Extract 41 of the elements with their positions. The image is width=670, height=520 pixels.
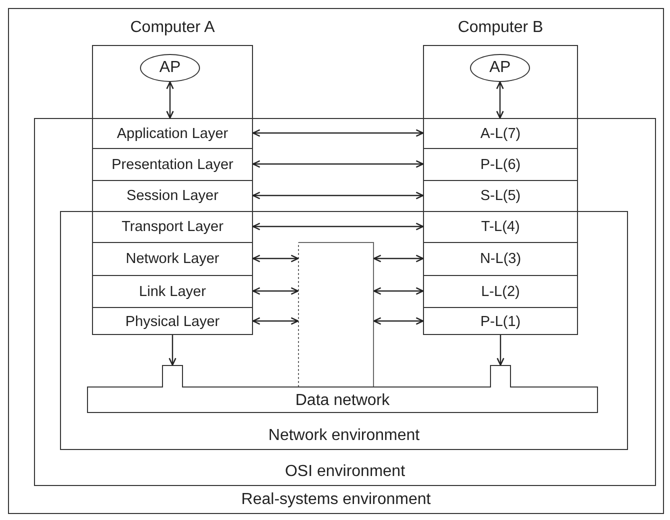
layer-label: Link Layer xyxy=(139,284,206,300)
computer-title: Computer B xyxy=(456,19,544,37)
arrow xyxy=(252,192,424,200)
network-label: Data network xyxy=(294,392,391,410)
layer-label: Physical Layer xyxy=(125,314,220,330)
layer-label: S-L(5) xyxy=(480,188,521,204)
relay-node-box xyxy=(298,242,374,387)
layer-label: A-L(7) xyxy=(480,126,521,142)
arrow xyxy=(252,160,424,168)
layer-label: Network Layer xyxy=(126,251,220,267)
arrow xyxy=(252,287,299,295)
arrow xyxy=(252,129,424,137)
arrow xyxy=(168,335,176,366)
arrow xyxy=(373,254,424,262)
process-label: AP xyxy=(489,59,511,77)
layer-label: Presentation Layer xyxy=(112,156,234,172)
environment-label: OSI environment xyxy=(284,463,406,481)
layer-label: P-L(6) xyxy=(480,156,521,172)
layer-label: L-L(2) xyxy=(481,284,520,300)
layer-label: Application Layer xyxy=(116,126,228,142)
arrow xyxy=(252,222,424,230)
layer-label: T-L(4) xyxy=(481,219,520,235)
computer-title: Computer A xyxy=(129,19,216,37)
arrow xyxy=(496,81,504,119)
environment-label: Real-systems environment xyxy=(240,491,432,509)
layer-label: Transport Layer xyxy=(122,219,224,235)
arrow xyxy=(252,254,299,262)
layer-label: N-L(3) xyxy=(480,251,522,267)
process-label: AP xyxy=(159,59,181,77)
arrow xyxy=(252,317,299,325)
environment-box xyxy=(34,118,656,486)
layer-label: P-L(1) xyxy=(480,314,521,330)
environment-box xyxy=(60,211,628,450)
arrow xyxy=(373,317,424,325)
environment-label: Network environment xyxy=(267,427,421,445)
arrow xyxy=(496,335,504,366)
arrow xyxy=(373,287,424,295)
environment-box xyxy=(8,8,664,514)
arrow xyxy=(166,81,174,119)
layer-label: Session Layer xyxy=(126,188,218,204)
data-network-box xyxy=(87,365,598,413)
